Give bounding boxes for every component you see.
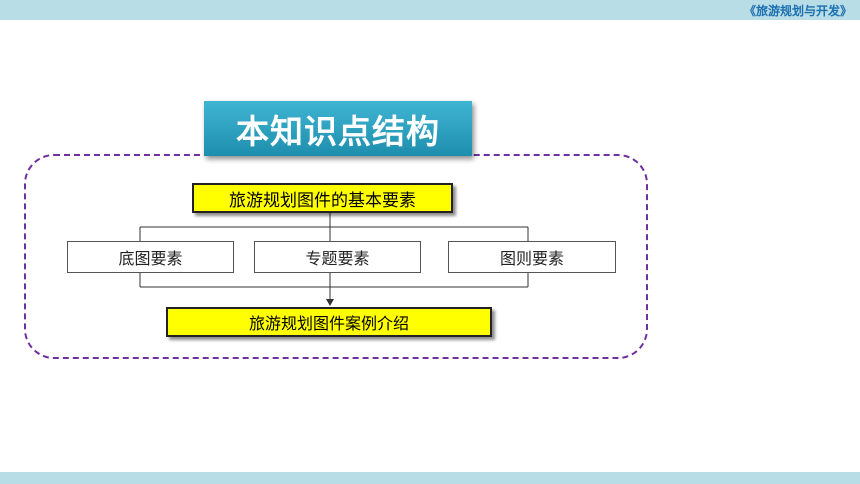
bottom-band bbox=[0, 472, 860, 484]
element-node-base-map: 底图要素 bbox=[67, 241, 234, 273]
element-node-rules: 图则要素 bbox=[448, 241, 616, 273]
root-node: 旅游规划图件的基本要素 bbox=[192, 183, 453, 213]
top-band: 《旅游规划与开发》 bbox=[0, 0, 860, 20]
course-title: 《旅游规划与开发》 bbox=[743, 4, 852, 18]
case-intro-node: 旅游规划图件案例介绍 bbox=[166, 307, 492, 337]
arrow-head bbox=[326, 299, 334, 306]
section-title: 本知识点结构 bbox=[204, 101, 472, 156]
element-node-thematic: 专题要素 bbox=[254, 241, 421, 273]
